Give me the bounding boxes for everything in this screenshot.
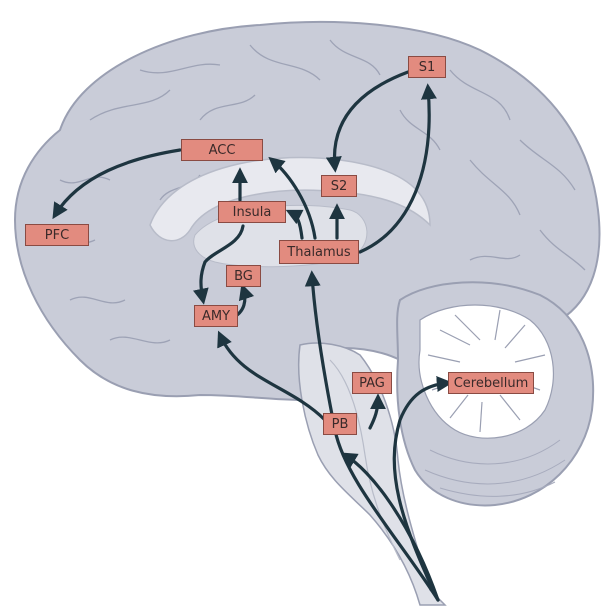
node-bg: BG bbox=[226, 265, 261, 287]
node-insula: Insula bbox=[218, 201, 286, 223]
node-acc: ACC bbox=[181, 139, 263, 161]
node-pfc: PFC bbox=[25, 224, 89, 246]
node-thalamus: Thalamus bbox=[279, 240, 359, 264]
node-amy: AMY bbox=[194, 305, 238, 327]
node-s2: S2 bbox=[321, 175, 357, 197]
node-pb: PB bbox=[323, 413, 357, 435]
node-pag: PAG bbox=[352, 372, 392, 394]
node-cerebellum: Cerebellum bbox=[448, 372, 534, 394]
node-s1: S1 bbox=[408, 56, 446, 78]
